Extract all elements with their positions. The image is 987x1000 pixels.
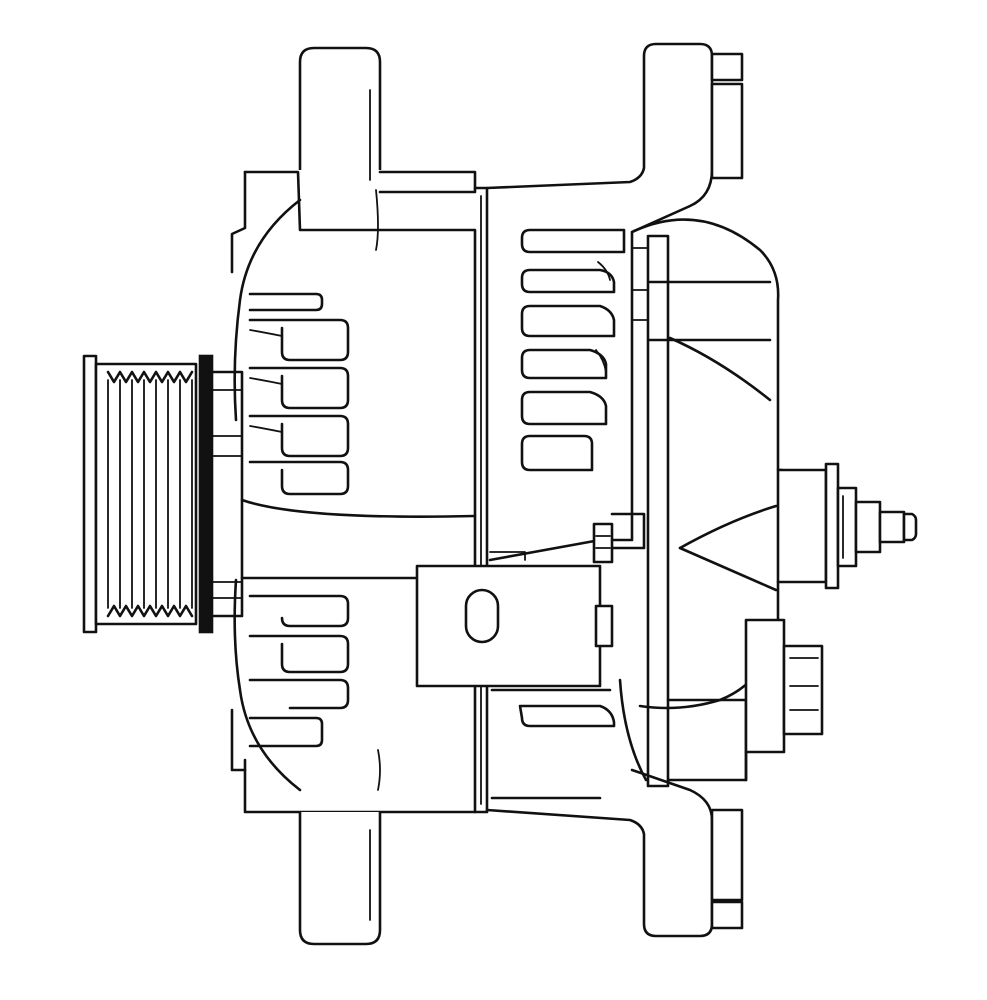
pulley-grooves <box>106 370 194 384</box>
rear-vent-slots <box>520 228 626 472</box>
front-housing <box>230 170 477 814</box>
pulley <box>82 354 244 634</box>
mounting-bracket-bottom <box>710 808 744 930</box>
connector-plug <box>744 618 824 782</box>
mounting-ear-top <box>298 46 477 251</box>
mounting-ear-bottom <box>298 749 382 946</box>
rear-housing <box>485 42 714 938</box>
stator-band <box>473 186 489 814</box>
mount-slot <box>464 588 500 644</box>
front-vent-slots-lower <box>248 594 350 748</box>
battery-terminal-stud <box>776 462 918 590</box>
front-vent-slots-upper <box>248 292 350 496</box>
center-mount-tab <box>415 512 646 688</box>
mounting-bracket-top <box>710 52 744 180</box>
